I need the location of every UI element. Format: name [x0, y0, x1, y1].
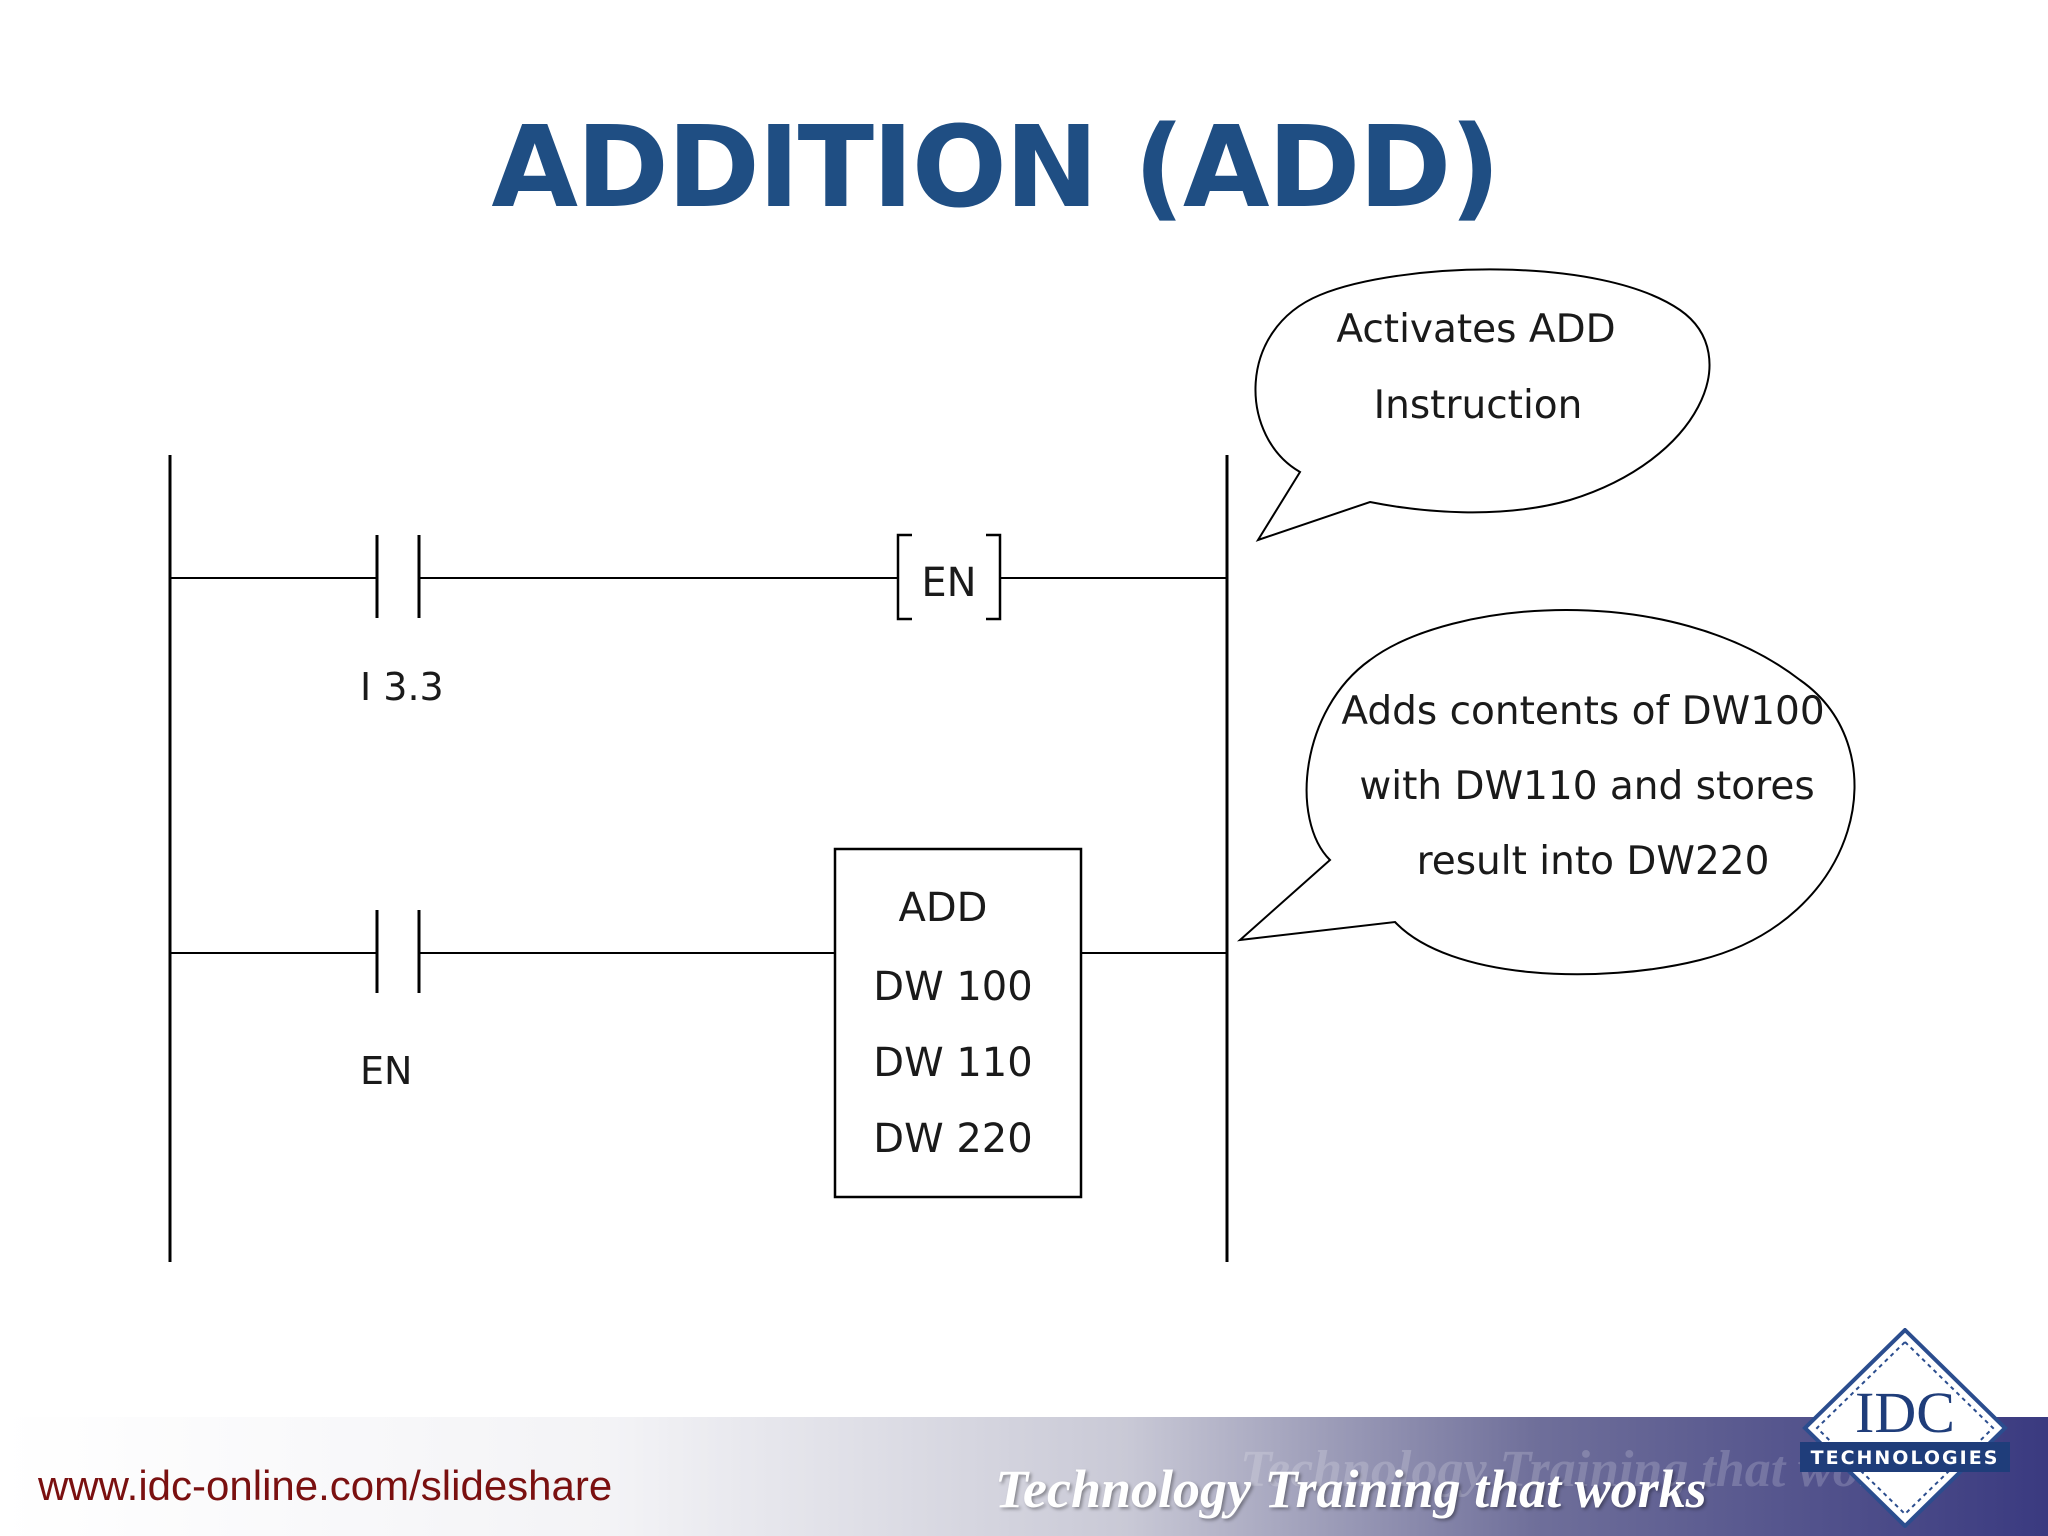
- contact-i33: [375, 535, 421, 618]
- rung-2: ADD DW 100 DW 110 DW 220 EN: [170, 847, 1227, 1199]
- add-block-name: ADD: [899, 885, 988, 931]
- callout-1-line-1: Activates ADD: [1336, 307, 1615, 352]
- contact-label-en: EN: [360, 1049, 412, 1093]
- add-operand-2: DW 110: [873, 1040, 1032, 1086]
- coil-label: EN: [921, 560, 976, 606]
- add-block: [833, 847, 1083, 1199]
- contact-label-i33: I 3.3: [360, 665, 444, 709]
- callout-2-line-1: Adds contents of DW100: [1341, 689, 1824, 734]
- add-operand-3: DW 220: [873, 1116, 1032, 1162]
- logo-name: IDC: [1855, 1380, 1955, 1445]
- callout-2-line-2: with DW110 and stores: [1359, 764, 1814, 809]
- footer-url[interactable]: www.idc-online.com/slideshare: [38, 1462, 613, 1509]
- callout-activates: Activates ADD Instruction: [1254, 268, 1711, 542]
- contact-en: [375, 910, 421, 993]
- rung-1: EN I 3.3: [170, 533, 1227, 709]
- add-operand-1: DW 100: [873, 964, 1032, 1010]
- slide-title: ADDITION (ADD): [491, 103, 1500, 233]
- footer-tagline: Technology Training that works: [995, 1459, 1707, 1519]
- idc-logo: IDC TECHNOLOGIES: [1800, 1328, 2010, 1528]
- logo-subtitle: TECHNOLOGIES: [1811, 1447, 2000, 1469]
- callout-1-line-2: Instruction: [1374, 383, 1583, 428]
- callout-adds: Adds contents of DW100 with DW110 and st…: [1236, 609, 1856, 976]
- callout-2-line-3: result into DW220: [1417, 839, 1770, 884]
- footer-band: [0, 1417, 2048, 1536]
- ladder-diagram: EN I 3.3 ADD DW 100 DW 110 DW 220 EN Act…: [168, 268, 1856, 1262]
